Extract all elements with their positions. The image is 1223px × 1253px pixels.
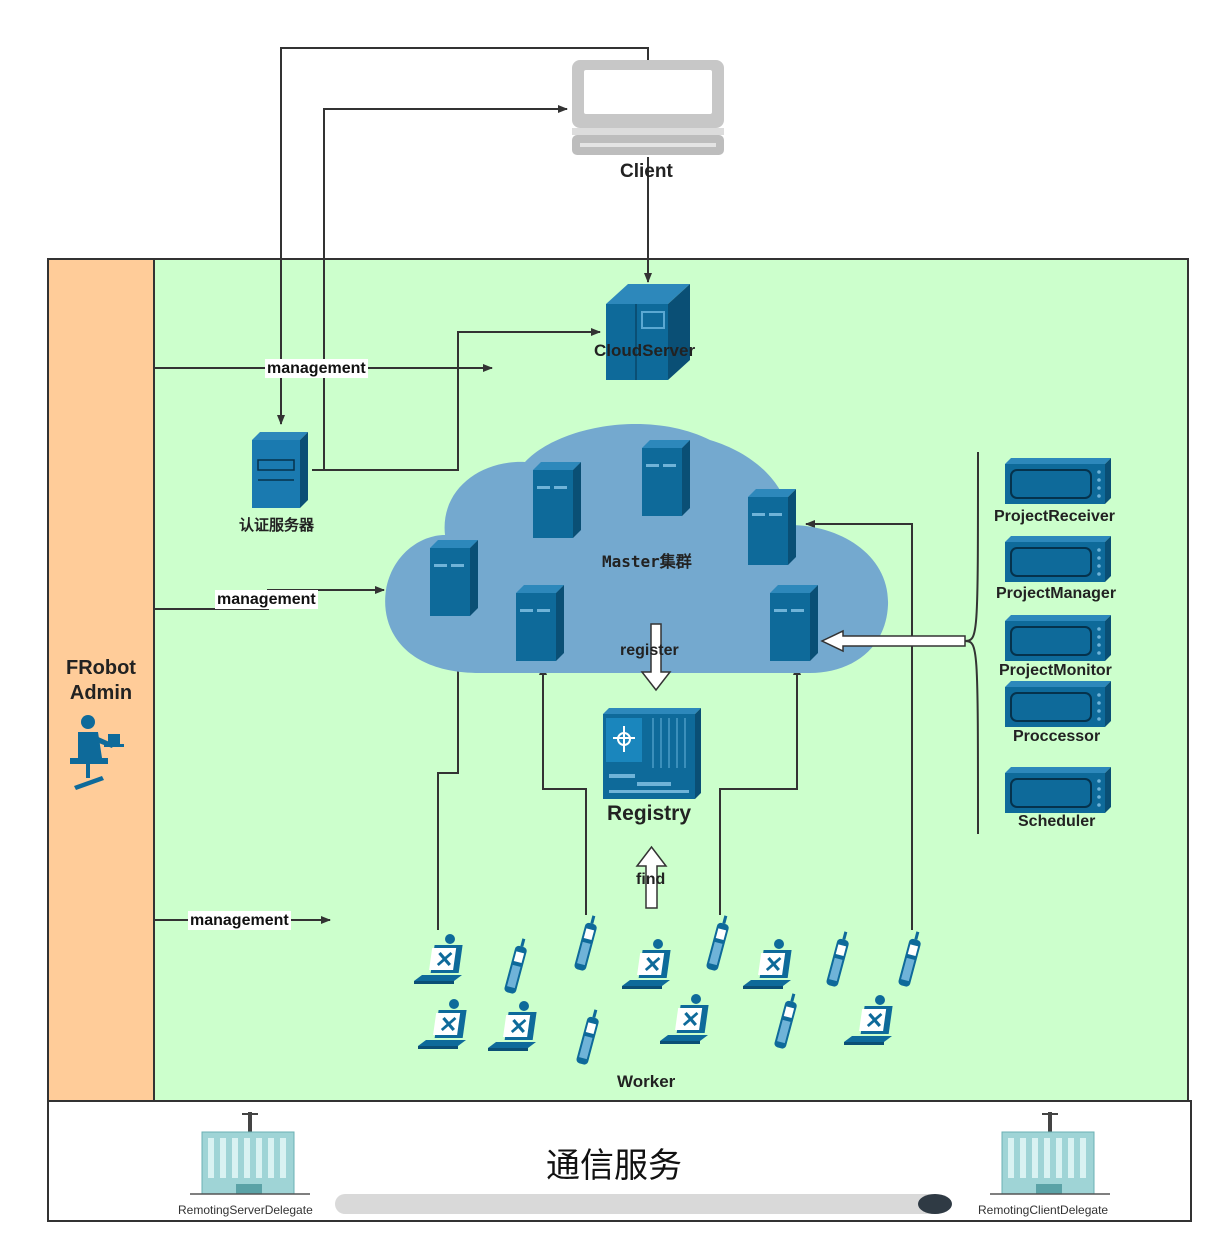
components-brace bbox=[964, 451, 979, 835]
master-cluster-label: Master集群 bbox=[602, 552, 692, 571]
link-bar bbox=[335, 1194, 945, 1214]
client-delegate-label: RemotingClientDelegate bbox=[978, 1203, 1109, 1217]
admin-label: FRobot Admin bbox=[48, 656, 154, 706]
component-label-receiver: ProjectReceiver bbox=[994, 508, 1115, 525]
component-label-manager: ProjectManager bbox=[996, 585, 1117, 602]
auth-server-label: 认证服务器 bbox=[239, 516, 315, 534]
find-arrow-icon bbox=[635, 845, 668, 909]
main-region bbox=[47, 258, 1189, 1102]
components-arrow-icon bbox=[820, 629, 966, 653]
server-delegate-label: RemotingServerDelegate bbox=[178, 1203, 313, 1217]
component-label-processor: Proccessor bbox=[1013, 728, 1101, 745]
worker-label: Worker bbox=[617, 1072, 676, 1091]
admin-person-icon bbox=[70, 715, 124, 790]
client-computer-icon bbox=[572, 60, 724, 155]
register-arrow-icon bbox=[640, 623, 672, 692]
admin-label-line2: Admin bbox=[69, 682, 133, 704]
comm-service-title: 通信服务 bbox=[546, 1146, 682, 1186]
management-label-middle: management bbox=[215, 590, 318, 609]
find-label: find bbox=[636, 871, 666, 888]
component-label-monitor: ProjectMonitor bbox=[999, 662, 1112, 679]
cloud-server-icon bbox=[606, 284, 690, 380]
link-bar-end bbox=[918, 1194, 952, 1214]
admin-label-line1: FRobot bbox=[66, 657, 136, 679]
admin-panel bbox=[47, 258, 155, 1102]
register-label: register bbox=[620, 642, 679, 659]
management-label-top: management bbox=[265, 359, 368, 378]
registry-label: Registry bbox=[607, 802, 692, 825]
auth-server-icon bbox=[252, 432, 308, 508]
master-cloud-shape bbox=[385, 424, 889, 673]
component-label-scheduler: Scheduler bbox=[1018, 813, 1096, 830]
registry-icon bbox=[603, 708, 701, 799]
client-label: Client bbox=[620, 161, 673, 182]
management-label-bottom: management bbox=[188, 911, 291, 930]
cloud-server-label: CloudServer bbox=[594, 341, 696, 360]
